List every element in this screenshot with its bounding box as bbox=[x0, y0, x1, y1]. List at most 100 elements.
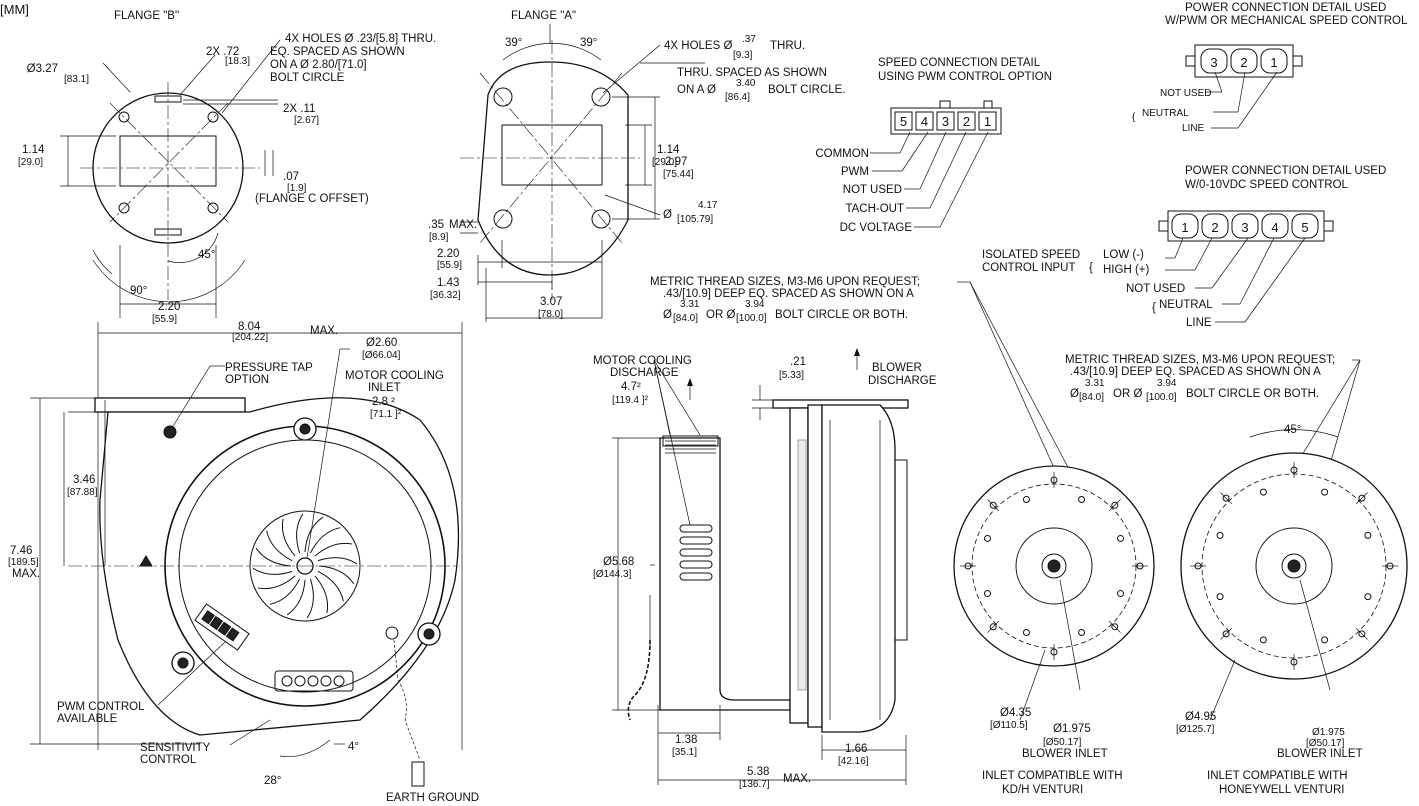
front-w804: 8.04 bbox=[238, 321, 261, 333]
bolt-hole bbox=[1022, 629, 1030, 637]
metric-2-a-top: 3.31 bbox=[1085, 378, 1105, 389]
kdh-inlet-circle bbox=[1015, 527, 1093, 605]
power-pwm-pin-label: 1 bbox=[1270, 55, 1277, 70]
fan-blade bbox=[317, 557, 358, 565]
metric-1-a-top: 3.31 bbox=[680, 299, 700, 310]
power-010-pin bbox=[1261, 213, 1289, 239]
fan-blade bbox=[266, 530, 293, 562]
side-d568-mm: [Ø144.3] bbox=[593, 569, 632, 580]
metric-2-a-pre: Ø bbox=[1070, 388, 1079, 400]
front-connector-pin bbox=[294, 675, 306, 687]
power-010-title-2: W/0-10VDC SPEED CONTROL bbox=[1185, 179, 1349, 191]
bolt-hole bbox=[1022, 495, 1030, 503]
flange-a-holes-l1-sub: [9.3] bbox=[733, 50, 753, 61]
flange-a-w143: 1.43 bbox=[437, 277, 459, 289]
bolt-hole bbox=[1321, 636, 1329, 644]
kdh-d1975: Ø1.975 bbox=[1053, 723, 1091, 735]
flange-a-w307-mm: [78.0] bbox=[538, 309, 563, 320]
flange-b-off07: .07 bbox=[283, 171, 299, 183]
side-w166: 1.66 bbox=[845, 743, 867, 755]
honeywell-d495-mm: [Ø125.7] bbox=[1176, 724, 1215, 735]
fan-blade bbox=[314, 575, 329, 614]
earth-ground-label: EARTH GROUND bbox=[386, 792, 479, 804]
power-pwm-pin bbox=[1260, 48, 1288, 74]
power-010-low: LOW (-) bbox=[1103, 249, 1144, 261]
power-pwm-title-2: W/PWM OR MECHANICAL SPEED CONTROL bbox=[1165, 15, 1408, 27]
flange-a-h297-mm: [75.44] bbox=[663, 169, 694, 180]
blower-discharge-2: DISCHARGE bbox=[868, 375, 937, 387]
flange-b-hole-tr bbox=[207, 111, 219, 123]
blower-discharge-1: BLOWER bbox=[872, 362, 922, 374]
side-t21: .21 bbox=[790, 356, 806, 368]
metric-1-b-top: 3.94 bbox=[745, 299, 765, 310]
disch-area: 4.7² bbox=[621, 381, 641, 393]
front-h746-max: MAX. bbox=[12, 568, 40, 580]
flange-b-hole-br bbox=[207, 202, 219, 214]
side-max-word: MAX. bbox=[783, 773, 811, 785]
metric-thread-note-1: METRIC THREAD SIZES, M3-M6 UPON REQUEST;… bbox=[650, 276, 1081, 491]
pressure-tap-port bbox=[163, 425, 177, 439]
front-ang28: 28° bbox=[264, 775, 281, 787]
side-w166-mm: [42.16] bbox=[838, 756, 869, 767]
front-housing bbox=[99, 397, 460, 736]
honeywell-inlet-circle bbox=[1255, 527, 1333, 605]
flange-b-dia-mm: [83.1] bbox=[64, 74, 89, 85]
power-connection-detail-pwm: POWER CONNECTION DETAIL USED W/PWM OR ME… bbox=[1132, 2, 1408, 134]
flange-a-h297: 2.97 bbox=[665, 156, 687, 168]
power-010-iso-1: ISOLATED SPEED bbox=[982, 249, 1080, 261]
bolt-hole bbox=[1259, 636, 1267, 644]
side-motor-can bbox=[659, 437, 791, 711]
flange-a-max35-mm: [8.9] bbox=[429, 232, 449, 243]
honeywell-ang45: 45° bbox=[1284, 424, 1301, 436]
speed-pin-label: 5 bbox=[900, 114, 907, 129]
speed-pin-label: 2 bbox=[963, 114, 970, 129]
speed-label-dc-voltage: DC VOLTAGE bbox=[840, 222, 913, 234]
bolt-hole bbox=[1111, 501, 1119, 509]
power-010-pin-label: 2 bbox=[1211, 220, 1218, 235]
bolt-hole bbox=[1222, 630, 1230, 638]
metric-2-b-top: 3.94 bbox=[1157, 378, 1177, 389]
speed-pin-label: 3 bbox=[942, 114, 949, 129]
power-connection-detail-0-10vdc: POWER CONNECTION DETAIL USED W/0-10VDC S… bbox=[982, 165, 1386, 329]
speed-pin-label: 4 bbox=[921, 114, 928, 129]
side-w538-mm: [136.7] bbox=[739, 779, 770, 790]
honeywell-blower-inlet: BLOWER INLET bbox=[1277, 748, 1363, 760]
power-010-not-used: NOT USED bbox=[1126, 283, 1185, 295]
cooling-discharge-2: DISCHARGE bbox=[610, 367, 679, 379]
flange-b-w11-mm: [2.67] bbox=[294, 115, 319, 126]
flange-a-hole-tl bbox=[493, 87, 513, 107]
bolt-hole bbox=[1321, 488, 1329, 496]
speed-label-not-used: NOT USED bbox=[843, 184, 902, 196]
flange-b-holes-l2: EQ. SPACED AS SHOWN bbox=[270, 46, 405, 58]
svg-text:{: { bbox=[1152, 302, 1156, 314]
power-pwm-not-used: NOT USED bbox=[1160, 88, 1212, 99]
honeywell-caption-2: HONEYWELL VENTURI bbox=[1219, 784, 1344, 796]
fan-blade bbox=[286, 579, 306, 616]
flange-b-ang45: 45° bbox=[198, 249, 215, 261]
speed-label-pwm: PWM bbox=[841, 166, 869, 178]
flange-a-holes-l3-pre: ON A Ø bbox=[677, 84, 716, 96]
front-h746: 7.46 bbox=[10, 545, 32, 557]
sensitivity-1: SENSITIVITY bbox=[140, 742, 211, 754]
flange-a-hole-tr bbox=[591, 87, 611, 107]
inlet-kdh-view: Ø4.35 [Ø110.5] Ø1.975 [Ø50.17] BLOWER IN… bbox=[953, 465, 1155, 796]
power-010-pin bbox=[1171, 213, 1199, 239]
front-d260: Ø2.60 bbox=[366, 337, 397, 349]
speed-pin bbox=[936, 111, 955, 131]
power-pwm-pin bbox=[1230, 48, 1258, 74]
front-w804-mm: [204.22] bbox=[232, 332, 268, 343]
power-010-line: LINE bbox=[1186, 317, 1212, 329]
bolt-hole bbox=[1216, 531, 1224, 539]
side-view: MOTOR COOLING DISCHARGE 4.7² [119.4 ]² .… bbox=[593, 348, 937, 790]
side-w138: 1.38 bbox=[675, 734, 697, 746]
speed-pin bbox=[957, 111, 976, 131]
svg-text:{: { bbox=[1132, 112, 1136, 123]
speed-detail-title-1: SPEED CONNECTION DETAIL bbox=[878, 57, 1041, 69]
flange-b-w220-mm: [55.9] bbox=[152, 314, 177, 325]
power-pwm-title-1: POWER CONNECTION DETAIL USED bbox=[1185, 2, 1386, 14]
earth-ground-terminal bbox=[411, 761, 425, 787]
cooling-slot bbox=[679, 560, 713, 569]
